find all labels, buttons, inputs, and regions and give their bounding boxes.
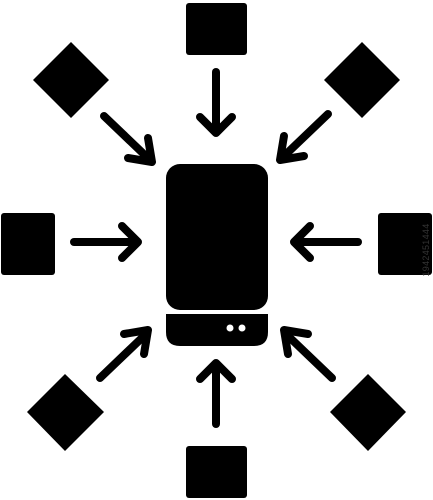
arrow-down-left-icon: [276, 110, 332, 164]
device-indicator-dot: [238, 324, 246, 332]
arrow-up-right-icon: [96, 326, 152, 382]
source-node-icon: [186, 446, 247, 498]
source-node-icon: [330, 374, 406, 451]
stock-id-label: 1942451444: [421, 223, 431, 277]
source-node-icon: [186, 3, 247, 55]
source-node-icon: [27, 374, 104, 451]
arrow-up-icon: [196, 359, 236, 428]
source-node-icon: [1, 213, 55, 275]
device-icon: [166, 164, 268, 346]
arrow-up-left-icon: [280, 326, 336, 382]
arrow-down-icon: [196, 68, 236, 137]
arrow-right-icon: [70, 222, 142, 262]
device-screen: [166, 164, 268, 310]
source-node-icon: [324, 42, 400, 118]
arrow-down-right-icon: [100, 112, 156, 166]
device-base: [166, 314, 268, 346]
device-indicator-dot: [226, 324, 234, 332]
source-node-icon: [378, 213, 432, 275]
source-node-icon: [33, 42, 109, 118]
arrow-left-icon: [290, 222, 362, 262]
